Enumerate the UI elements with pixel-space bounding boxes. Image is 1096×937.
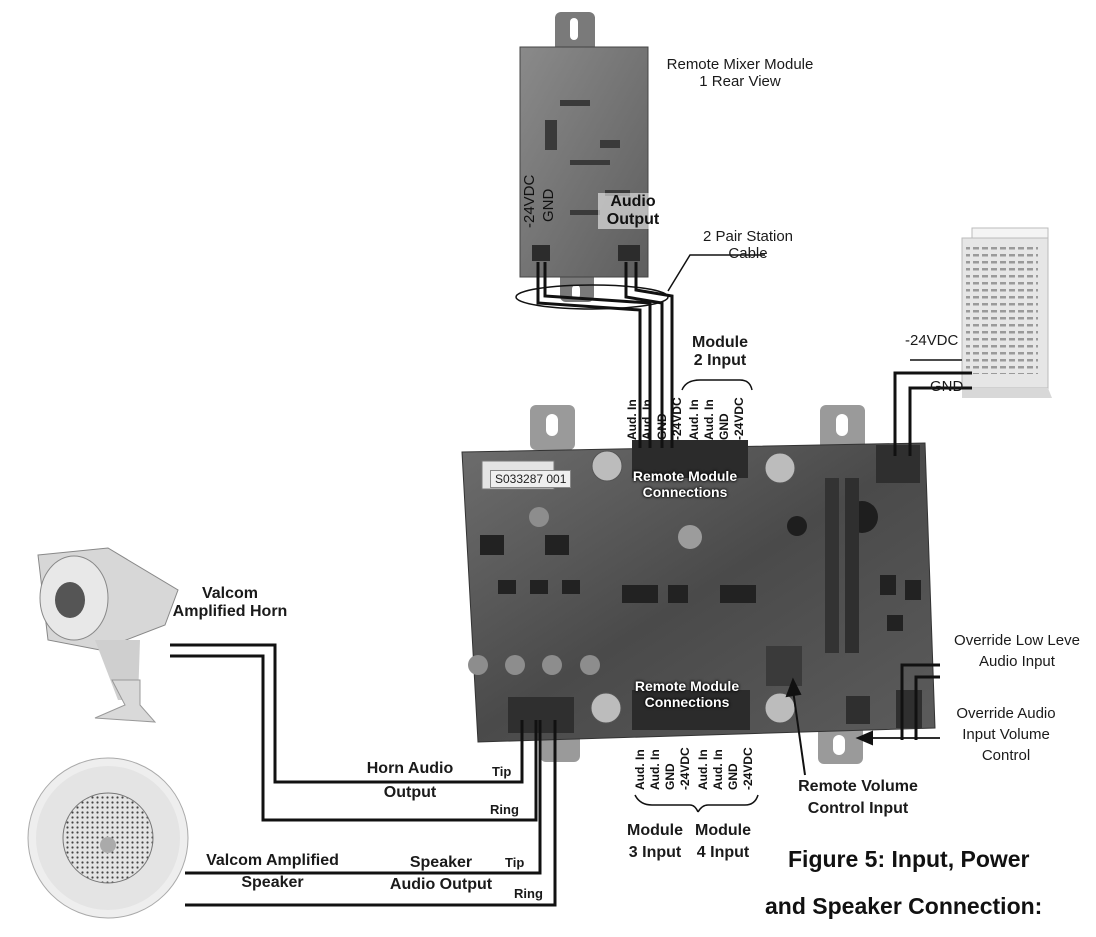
bottom-terminal-1: Aud. In — [633, 749, 647, 790]
figure-caption-line2: and Speaker Connection: — [765, 893, 1043, 919]
remote-mixer-title: Remote Mixer Module 1 Rear View — [640, 56, 840, 90]
mixer-audio-output-label: Audio Output — [598, 193, 668, 229]
mixer-audio-output-line1: Audio — [610, 193, 656, 210]
module4-line2: 4 Input — [696, 844, 750, 861]
remote-volume-label: Remote Volume Control Input — [788, 778, 928, 818]
module2-label: Module 2 Input — [680, 334, 760, 370]
override-low-line2: Audio Input — [979, 653, 1055, 670]
speaker-label: Valcom Amplified Speaker — [185, 852, 360, 892]
top-terminal-3: GND — [655, 413, 669, 440]
mixer-vdc-label: -24VDC — [521, 174, 538, 228]
main-board — [461, 405, 936, 764]
speaker-output-line2: Audio Output — [389, 876, 493, 893]
bottom-terminal-8: -24VDC — [741, 747, 755, 790]
module3-line2: 3 Input — [628, 844, 682, 861]
bottom-terminal-5: Aud. In — [696, 749, 710, 790]
bottom-remote-connections-line1: Remote Module — [634, 678, 740, 694]
override-volume-line3: Control — [981, 747, 1031, 764]
horn-output-line1: Horn Audio — [366, 760, 454, 777]
top-remote-connections-line2: Connections — [642, 484, 728, 500]
module4-label: Module 4 Input — [688, 822, 758, 862]
leader-arrows — [785, 677, 940, 776]
mixer-audio-output-line2: Output — [606, 211, 660, 228]
override-low-line1: Override Low Leve — [954, 632, 1080, 649]
top-terminal-8: -24VDC — [732, 397, 746, 440]
figure-caption-line1: Figure 5: Input, Power — [788, 846, 1030, 872]
module4-line1: Module — [695, 822, 751, 839]
top-terminal-2: Aud. In — [640, 399, 654, 440]
bottom-remote-connections-line2: Connections — [644, 694, 730, 710]
bottom-terminal-4: -24VDC — [678, 747, 692, 790]
station-cable-line2: Cable — [728, 245, 768, 262]
override-volume-line2: Input Volume — [962, 726, 1050, 743]
station-cable-line1: 2 Pair Station — [702, 228, 794, 245]
top-terminal-4: -24VDC — [670, 397, 684, 440]
remote-volume-line2: Control Input — [807, 800, 909, 817]
horn-label-line2: Amplified Horn — [172, 603, 288, 620]
wiring — [170, 254, 972, 907]
speaker-tip-label: Tip — [505, 855, 525, 870]
speaker-output-line1: Speaker — [409, 854, 473, 871]
power-supply — [961, 227, 1052, 398]
horn-label: Valcom Amplified Horn — [160, 585, 300, 621]
station-cable-label: 2 Pair Station Cable — [688, 228, 808, 262]
power-vdc-label: -24VDC — [905, 332, 959, 349]
remote-volume-line1: Remote Volume — [798, 778, 918, 795]
bottom-terminal-6: Aud. In — [711, 749, 725, 790]
horn-tip-label: Tip — [492, 764, 512, 779]
remote-mixer-module — [519, 12, 649, 302]
mixer-gnd-label: GND — [540, 188, 557, 222]
horn-output-label: Horn Audio Output — [355, 760, 465, 802]
speaker-output-label: Speaker Audio Output — [376, 854, 506, 894]
module3-label: Module 3 Input — [620, 822, 690, 862]
remote-mixer-title-line1: Remote Mixer Module — [666, 56, 814, 73]
top-terminal-6: Aud. In — [702, 399, 716, 440]
override-volume-label: Override Audio Input Volume Control — [936, 705, 1076, 764]
module3-line1: Module — [627, 822, 683, 839]
remote-mixer-title-line2: 1 Rear View — [699, 73, 781, 90]
top-terminal-5: Aud. In — [687, 399, 701, 440]
speaker-label-line2: Speaker — [241, 874, 304, 891]
module2-line2: 2 Input — [693, 352, 747, 369]
bottom-terminal-2: Aud. In — [648, 749, 662, 790]
horn-speaker — [37, 547, 179, 723]
override-volume-line1: Override Audio — [956, 705, 1056, 722]
bottom-terminal-7: GND — [726, 763, 740, 790]
bottom-terminal-3: GND — [663, 763, 677, 790]
horn-output-line2: Output — [383, 784, 437, 801]
top-terminal-1: Aud. In — [625, 399, 639, 440]
override-low-label: Override Low Leve Audio Input — [938, 632, 1096, 670]
bottom-remote-connections: Remote Module Connections — [622, 678, 752, 710]
speaker-label-line1: Valcom Amplified — [206, 852, 339, 869]
top-remote-connections: Remote Module Connections — [620, 468, 750, 500]
module2-line1: Module — [692, 334, 748, 351]
horn-label-line1: Valcom — [201, 585, 259, 602]
ceiling-speaker — [27, 757, 189, 919]
terminal-braces — [634, 379, 759, 813]
speaker-ring-label: Ring — [514, 886, 543, 901]
top-terminal-7: GND — [717, 413, 731, 440]
top-remote-connections-line1: Remote Module — [632, 468, 738, 484]
horn-ring-label: Ring — [490, 802, 519, 817]
board-part-number: S033287 001 — [490, 470, 572, 488]
power-gnd-label: GND — [930, 378, 964, 395]
